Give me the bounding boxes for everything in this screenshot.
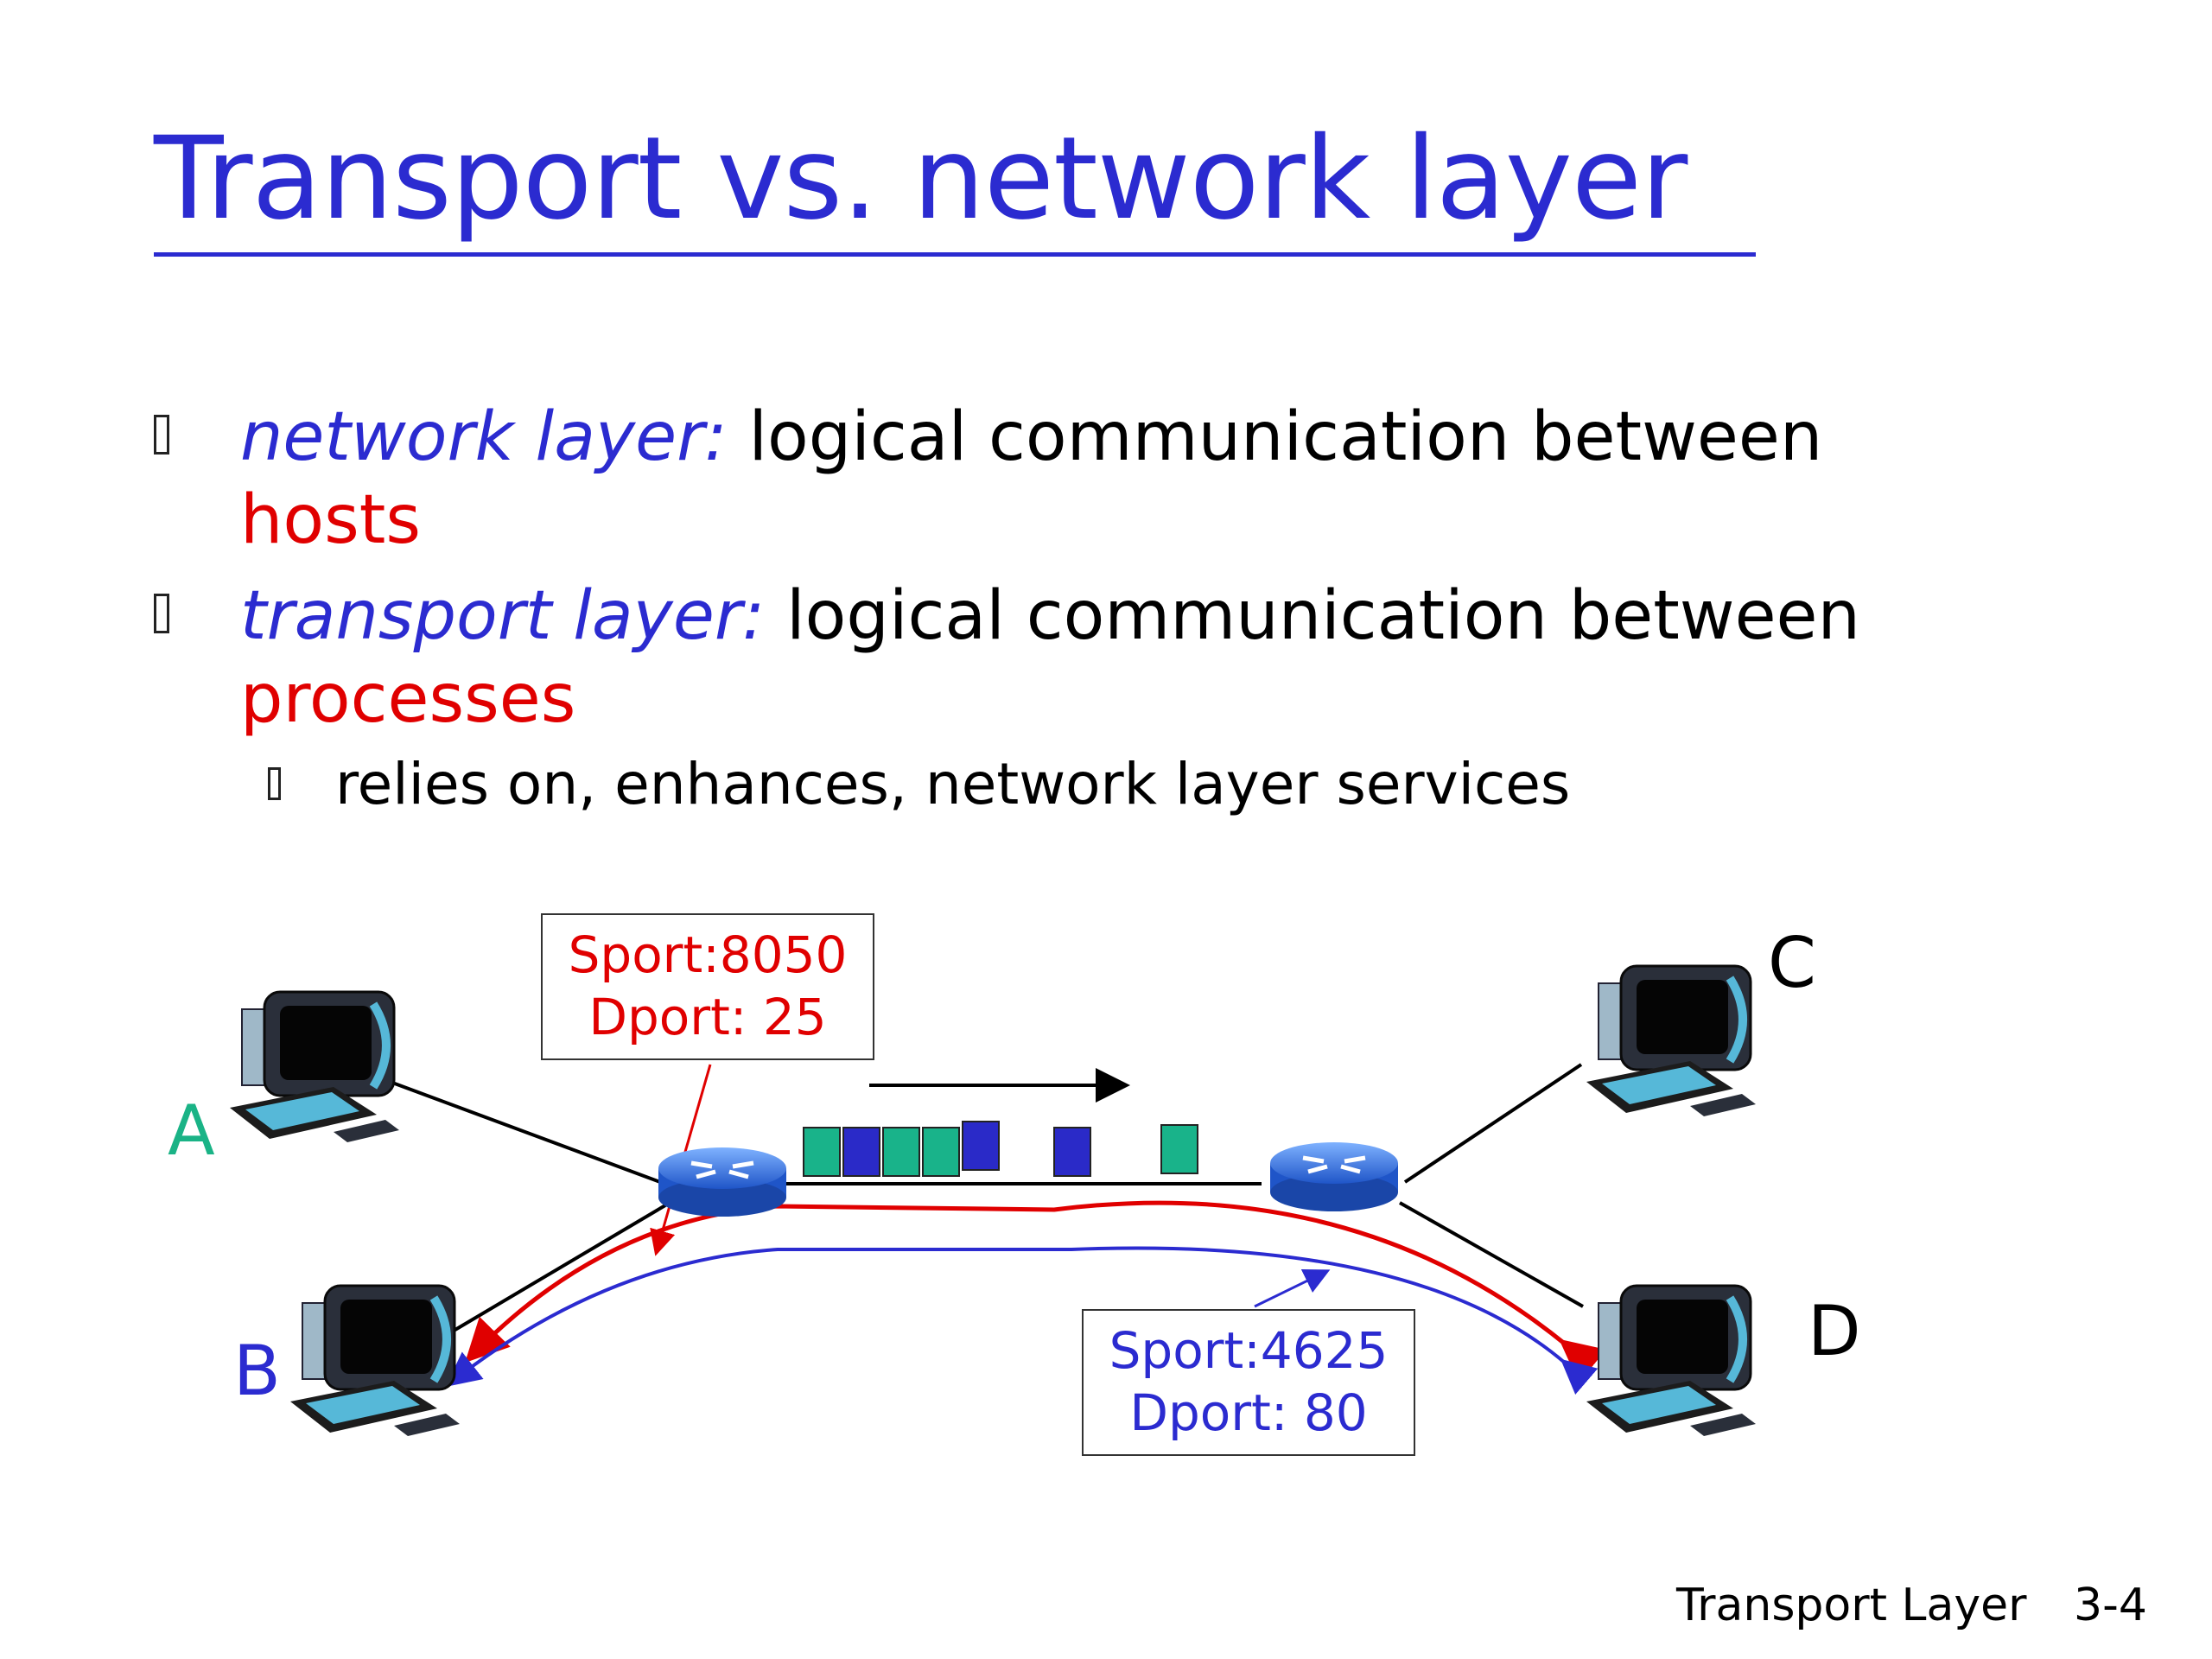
blue-box-pointer xyxy=(1254,1269,1331,1308)
bullet-highlight: processes xyxy=(240,660,576,738)
bullet-transport-layer: transport layer: logical communication b… xyxy=(154,575,1925,741)
host-label-d: D xyxy=(1808,1291,1861,1371)
dest-port-label: Dport: 25 xyxy=(588,988,827,1046)
sub-bullet-marker-icon xyxy=(268,767,281,800)
source-port-label: Sport:4625 xyxy=(1109,1321,1389,1380)
packet xyxy=(962,1121,1000,1171)
source-port-label: Sport:8050 xyxy=(568,925,848,984)
blue-process-path xyxy=(445,1246,1599,1395)
network-links xyxy=(385,1063,1584,1335)
host-label-b: B xyxy=(233,1331,281,1411)
bullet-text: logical communication between xyxy=(727,398,1823,476)
computer-d-icon xyxy=(1586,1286,1756,1436)
footer-section: Transport Layer xyxy=(1676,1580,2027,1631)
bullet-highlight: hosts xyxy=(240,481,422,559)
bullet-term: transport layer: xyxy=(240,577,766,655)
packet xyxy=(842,1127,880,1177)
host-label-a: A xyxy=(168,1090,215,1171)
packets xyxy=(803,1121,1198,1177)
slide-title: Transport vs. network layer xyxy=(154,112,1688,245)
computer-a-icon xyxy=(230,992,399,1142)
packet xyxy=(1160,1124,1198,1174)
router-left-icon xyxy=(658,1147,786,1217)
blue-port-label-box: Sport:4625 Dport: 80 xyxy=(1082,1309,1415,1456)
link-router2-d xyxy=(1399,1201,1584,1308)
bullet-network-layer: network layer: logical communication bet… xyxy=(154,396,1925,562)
footer-page-number: 3-4 xyxy=(2074,1580,2147,1631)
bullet-term: network layer: xyxy=(240,398,728,476)
bullet-marker-icon xyxy=(154,594,169,633)
red-port-label-box: Sport:8050 Dport: 25 xyxy=(541,913,874,1060)
red-process-path xyxy=(465,1200,1606,1383)
bullet-marker-icon xyxy=(154,415,169,454)
link-b-router1 xyxy=(448,1204,667,1335)
packet xyxy=(922,1127,960,1177)
computer-c-icon xyxy=(1586,966,1756,1116)
title-underline xyxy=(154,252,1756,257)
sub-bullet: relies on, enhances, network layer servi… xyxy=(268,750,1571,819)
link-router2-c xyxy=(1403,1063,1583,1184)
dest-port-label: Dport: 80 xyxy=(1129,1383,1368,1442)
sub-bullet-text: relies on, enhances, network layer servi… xyxy=(335,751,1571,817)
packet xyxy=(803,1127,841,1177)
link-a-router1 xyxy=(385,1078,661,1184)
computer-b-icon xyxy=(290,1286,460,1436)
router-right-icon xyxy=(1270,1142,1398,1211)
packet xyxy=(1053,1127,1091,1177)
packet xyxy=(882,1127,920,1177)
bullet-text: logical communication between xyxy=(765,577,1860,655)
host-label-c: C xyxy=(1768,923,1816,1003)
